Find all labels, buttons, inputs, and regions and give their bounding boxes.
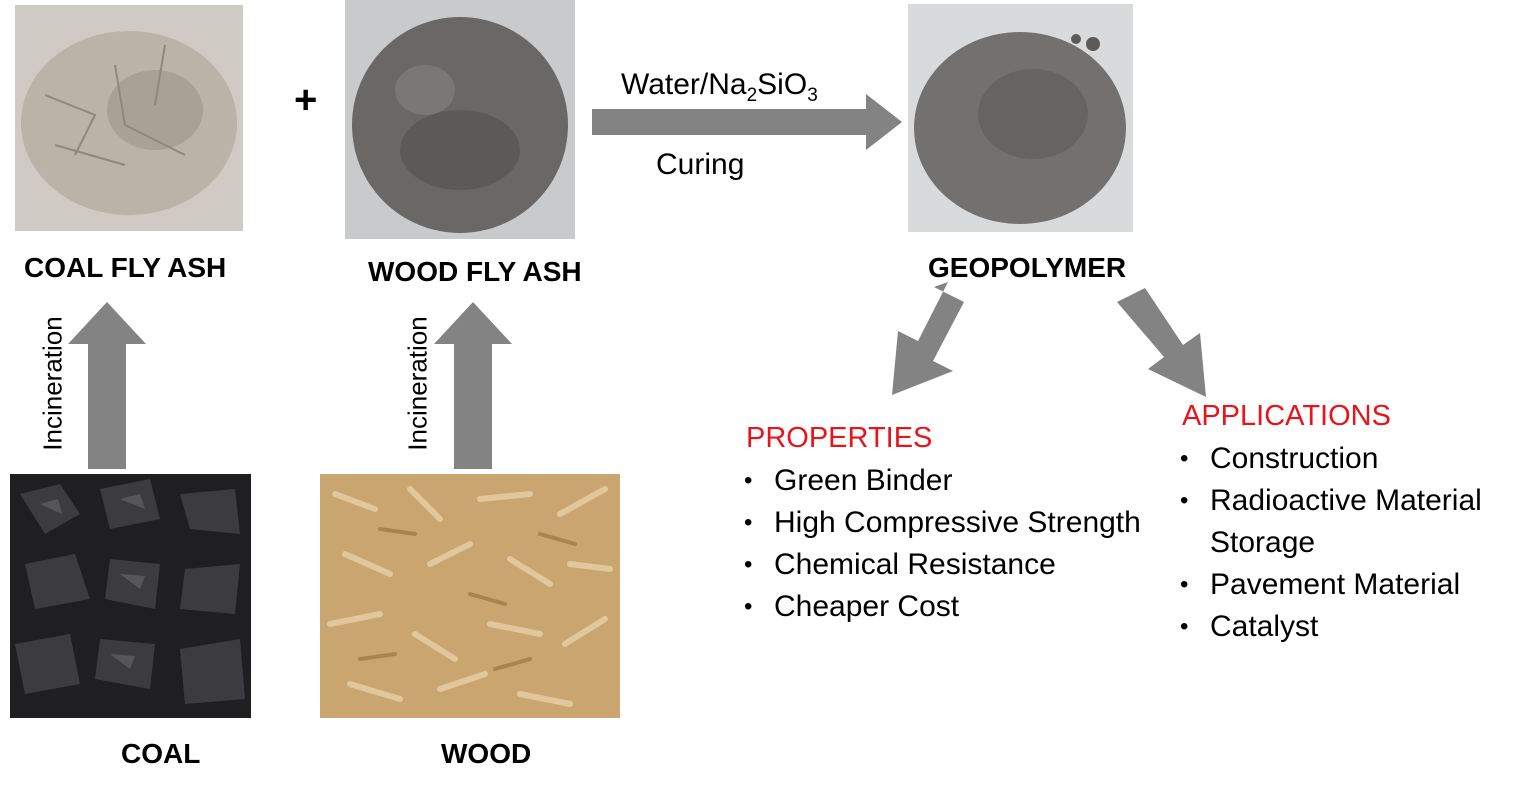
wood-fly-ash-label: WOOD FLY ASH bbox=[368, 256, 582, 287]
reagent-label: Water/Na2SiO3 bbox=[621, 68, 818, 107]
wood-photo bbox=[320, 474, 620, 718]
applications-heading: APPLICATIONS bbox=[1182, 400, 1391, 432]
list-item: High Compressive Strength bbox=[742, 502, 1141, 544]
wood-label: WOOD bbox=[441, 738, 532, 769]
list-item: Radioactive Material bbox=[1178, 480, 1482, 522]
coal-fly-ash-label: COAL FLY ASH bbox=[24, 252, 227, 283]
geopolymer-label: GEOPOLYMER bbox=[928, 252, 1127, 283]
reagent-mid: SiO bbox=[757, 68, 808, 101]
list-item: Cheaper Cost bbox=[742, 586, 1141, 628]
incineration-label-left: Incineration bbox=[37, 316, 68, 451]
plus-sign: + bbox=[294, 78, 318, 122]
list-item-continuation: Storage bbox=[1210, 526, 1316, 559]
reagent-prefix: Water/Na bbox=[621, 68, 747, 101]
list-item: Chemical Resistance bbox=[742, 544, 1141, 586]
curing-label: Curing bbox=[656, 148, 745, 181]
list-item: Green Binder bbox=[742, 460, 1141, 502]
applications-list: Construction Radioactive Material Storag… bbox=[1178, 438, 1482, 648]
list-item: Construction bbox=[1178, 438, 1482, 480]
right-arrow bbox=[592, 94, 902, 150]
down-left-arrow bbox=[892, 282, 964, 395]
coal-label: COAL bbox=[121, 738, 201, 769]
list-item: Catalyst bbox=[1178, 606, 1482, 648]
down-right-arrow bbox=[1117, 288, 1206, 397]
properties-list: Green Binder High Compressive Strength C… bbox=[742, 460, 1141, 628]
coal-fly-ash-photo bbox=[15, 5, 243, 231]
incineration-label-right: Incineration bbox=[402, 316, 433, 451]
wood-fly-ash-photo bbox=[345, 0, 575, 239]
coal-photo bbox=[10, 474, 251, 718]
up-arrow-right bbox=[434, 302, 512, 469]
properties-heading: PROPERTIES bbox=[746, 422, 933, 454]
up-arrow-left bbox=[68, 302, 146, 469]
list-item: Pavement Material bbox=[1178, 564, 1482, 606]
geopolymer-photo bbox=[908, 4, 1133, 232]
reagent-sub1: 2 bbox=[746, 85, 758, 106]
reagent-sub2: 3 bbox=[807, 85, 818, 106]
